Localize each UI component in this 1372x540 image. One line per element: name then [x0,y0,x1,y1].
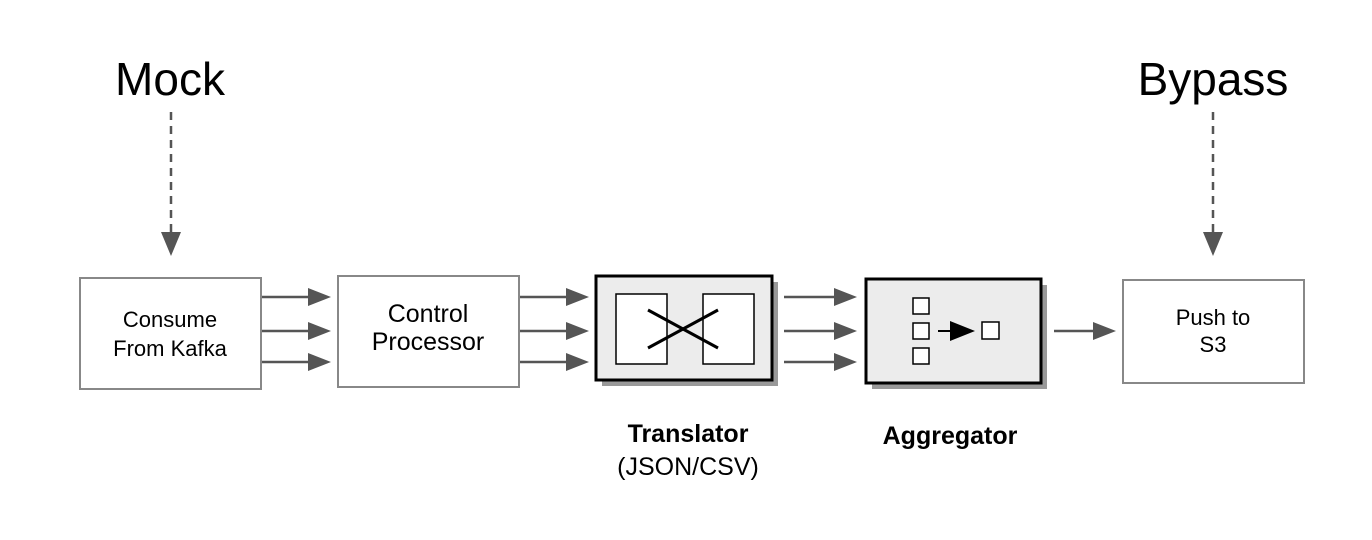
aggregator-merge-icon [912,297,1000,365]
push-to-s3-box: Push to S3 [1122,279,1305,384]
arrows-consume-to-control [262,288,331,371]
aggregator-title: Aggregator [883,422,1018,450]
arrows-translator-to-aggregator [784,288,857,371]
translator-right-panel [702,293,755,365]
bypass-dashed-arrow [1203,112,1223,256]
push-box-line2: S3 [1200,332,1227,357]
arrows-control-to-translator [520,288,589,371]
aggregator-component [864,277,1047,389]
control-box-line1: Control [388,300,469,328]
bypass-label: Bypass [1138,53,1289,105]
control-processor-box: Control Processor [337,275,520,388]
control-box-line2: Processor [372,328,485,356]
consume-from-kafka-box: Consume From Kafka [79,277,262,390]
consume-box-line1: Consume [123,307,217,332]
translator-component [594,274,778,386]
translator-left-panel [615,293,668,365]
translator-title: Translator [628,420,749,448]
arrow-aggregator-to-push [1054,322,1116,340]
translator-subtitle: (JSON/CSV) [617,453,759,481]
translator-cross-icon [647,308,719,350]
mock-label: Mock [115,53,226,105]
push-box-line1: Push to [1176,305,1251,330]
mock-dashed-arrow [161,112,181,256]
consume-box-line2: From Kafka [113,336,227,361]
